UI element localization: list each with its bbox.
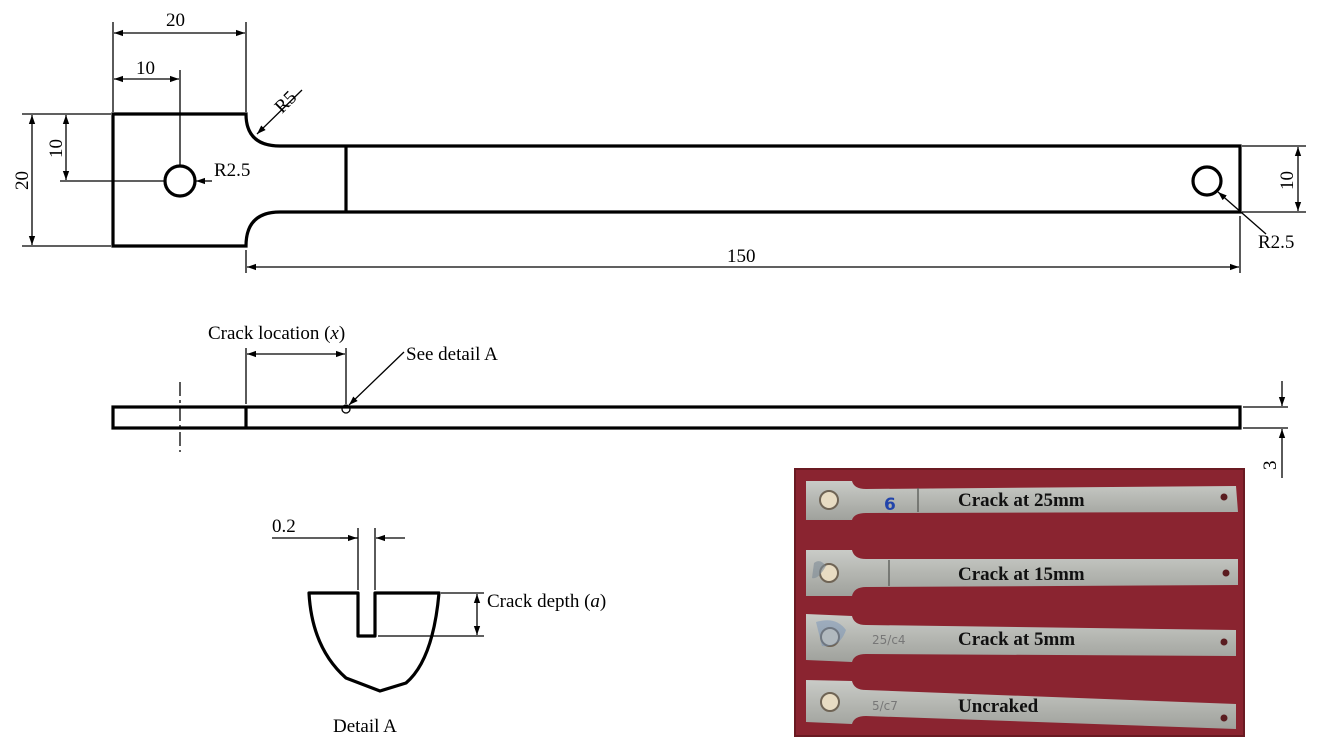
dim-hole-left-label: R2.5 [214, 160, 250, 181]
right-hole-leader [1217, 191, 1267, 235]
crack-location-label: Crack location (x) [208, 323, 345, 344]
detail-caption: Detail A [333, 716, 397, 737]
dim-notch-width-label: 0.2 [272, 516, 296, 537]
specimen-marking: 25/c4 [872, 633, 906, 647]
specimen-label: Crack at 15mm [958, 564, 1085, 585]
photo-specimen: Crack at 15mm [806, 550, 1238, 596]
fillet-leader [256, 89, 303, 135]
detail-outline [307, 591, 441, 693]
dim-thickness-label: 3 [1260, 461, 1281, 471]
specimen-photo: 6 Crack at 25mm Crack at 15mm 25/c4 Crac… [794, 468, 1245, 737]
specimen-label: Crack at 5mm [958, 629, 1075, 650]
dim-fillet-radius-label: R5 [271, 87, 302, 118]
specimen-marking: 6 [884, 495, 896, 515]
see-detail-leader [348, 351, 405, 406]
specimen-outline [111, 112, 1242, 248]
top-view: 20 10 R5 20 10 R2.5 10 R2.5 150 [12, 10, 1306, 273]
photo-specimen: 5/c7 Uncraked [806, 680, 1236, 729]
photo-specimen: 25/c4 Crack at 5mm [806, 614, 1236, 662]
crack-marker [341, 404, 351, 414]
specimen-label: Crack at 25mm [958, 490, 1085, 511]
see-detail-label: See detail A [406, 344, 498, 365]
specimen-label: Uncraked [958, 696, 1039, 717]
dim-hole-right-label: R2.5 [1258, 232, 1294, 253]
dim-hole-offset-y-label: 10 [46, 139, 67, 158]
photo-specimen: 6 Crack at 25mm [806, 481, 1238, 520]
dim-bar-height-label: 10 [1277, 171, 1298, 190]
side-outline [111, 405, 1242, 430]
specimen-marking: 5/c7 [872, 699, 898, 713]
right-hole [1191, 165, 1223, 197]
dim-head-height-label: 20 [12, 171, 33, 190]
left-hole [163, 164, 197, 198]
crack-depth-label: Crack depth (a) [487, 591, 606, 612]
detail-a: 0.2 Crack depth (a) Detail A [272, 516, 606, 737]
side-view: Crack location (x) See detail A 3 [111, 323, 1288, 478]
dim-hole-offset-x-label: 10 [136, 58, 155, 79]
dim-bar-length-label: 150 [727, 246, 756, 267]
dim-head-width-label: 20 [166, 10, 185, 31]
